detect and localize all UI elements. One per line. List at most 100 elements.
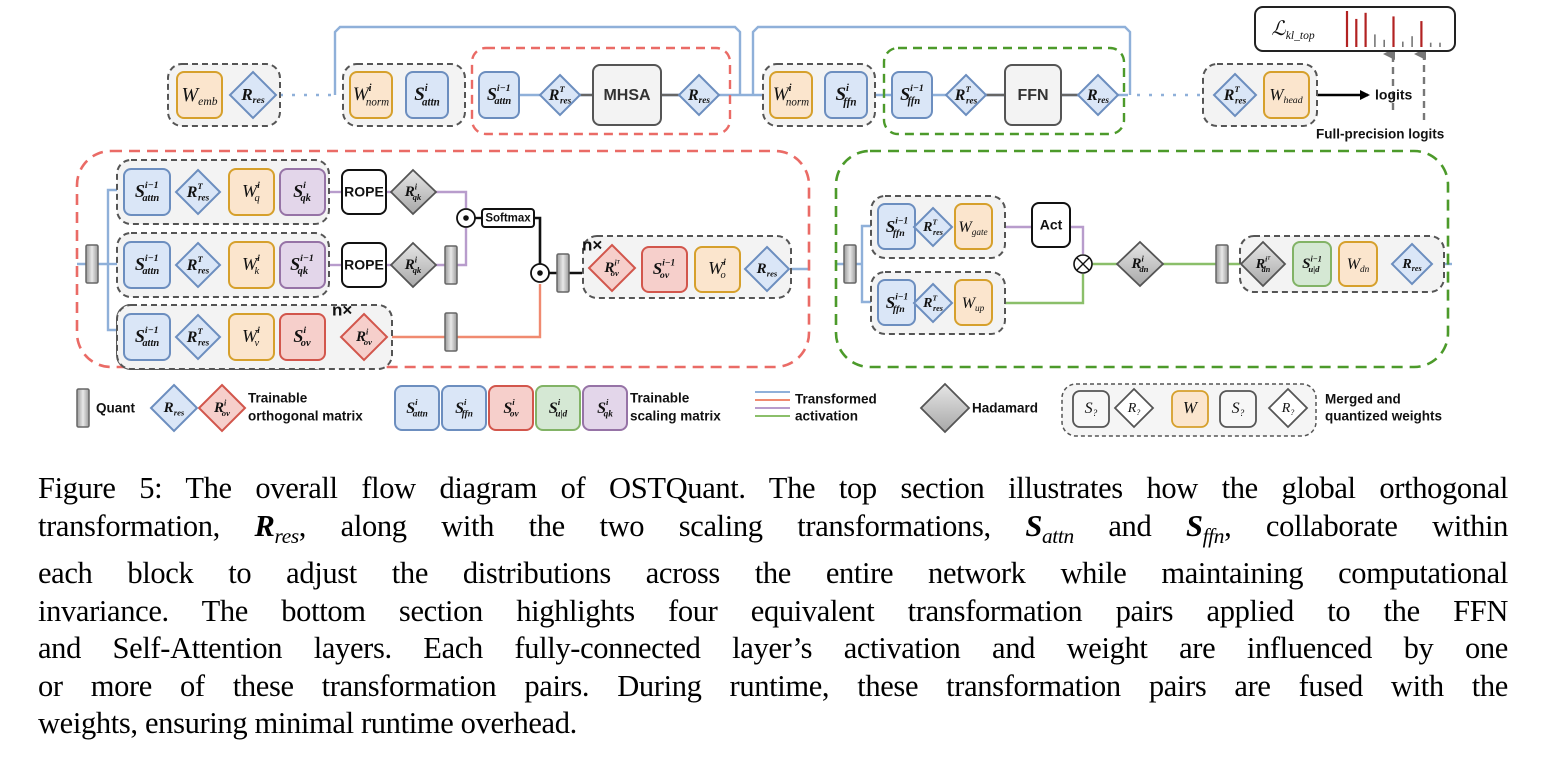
legend-quant-icon [76, 388, 90, 428]
diagram-nodes [76, 6, 1456, 434]
loss-label: ℒkl_top [1271, 18, 1315, 42]
act-box [1031, 202, 1071, 248]
legend-merged-label-2: quantized weights [1325, 409, 1442, 424]
legend-merged-r1-diamond [1113, 387, 1155, 429]
v-row-rt-diamond [174, 313, 222, 361]
legend-scale-label-1: Trainable [630, 391, 690, 406]
legend-scale-ud-box [535, 385, 581, 431]
legend-scale-label-2: scaling matrix [630, 409, 721, 424]
caption-line: weights, ensuring minimal runtime overhe… [38, 706, 577, 741]
activation-line [1070, 225, 1085, 254]
legend-scale-attn-box [394, 385, 440, 431]
dot-icon [463, 215, 469, 221]
v-row-n-times-label: n× [332, 300, 352, 319]
legend-merged-s1-box [1072, 390, 1110, 428]
down-row-r-res-diamond [1390, 242, 1434, 286]
legend-activation-label-2: activation [795, 409, 858, 424]
k-row-w-box [228, 241, 275, 289]
activation-line [1005, 274, 1085, 305]
caption-line: each block to adjust the distributions a… [38, 556, 1508, 591]
logits-label: logits [1375, 87, 1413, 103]
caption-math-symbol: Sffn [1185, 508, 1225, 548]
w-norm-ffn-box [769, 71, 813, 119]
activation-line [860, 264, 872, 304]
rt-res-diamond [538, 73, 582, 117]
legend-scale-ffn-box [441, 385, 487, 431]
legend-r-ov-diamond [197, 383, 247, 433]
hadamard-dn-diamond [1115, 240, 1165, 288]
gate-row-rt-diamond [912, 206, 954, 248]
q-row-s-box [123, 168, 171, 216]
skip-connection-ffn [751, 25, 1132, 95]
w-head-box [1263, 71, 1310, 119]
r-res-ffn-out-diamond [1076, 73, 1120, 117]
ffn-box [1004, 64, 1062, 126]
skip-connection-attn [333, 25, 742, 95]
v-row-w-box [228, 313, 275, 361]
down-row-r-res-label: Rres [1401, 257, 1421, 273]
w-emb-label: Wemb [182, 84, 218, 108]
mhsa-label: MHSA [603, 87, 651, 104]
v-row-rov-diamond [339, 312, 389, 362]
gate-row-w-box [954, 203, 993, 250]
legend-orth-label-2: orthogonal matrix [248, 409, 363, 424]
caption-line: Figure 5: The overall flow diagram of OS… [38, 471, 1508, 505]
legend-merged-w-box [1171, 390, 1209, 428]
r-res-out-label: Rres [687, 87, 710, 106]
k-row-rt-diamond [174, 241, 222, 289]
v-quant [444, 312, 458, 352]
activation-line [106, 264, 118, 332]
r-res-diamond [228, 70, 278, 120]
q-row-sqk-box [279, 168, 326, 216]
o-row-n-times-label: n× [582, 235, 602, 254]
k-row-s-box [123, 241, 171, 289]
activation-line [860, 224, 872, 264]
q-row-rt-diamond [174, 168, 222, 216]
ffn-detail-border [834, 149, 1450, 369]
s-ffn-prev-box [891, 71, 933, 119]
legend-r-res-label: Rres [163, 400, 185, 417]
o-row-w-box [694, 246, 741, 293]
down-row-w-label: Wdn [1347, 256, 1370, 275]
rope-q-label: ROPE [344, 184, 384, 200]
legend-hadamard-diamond [919, 382, 971, 434]
act-label: Act [1040, 217, 1063, 233]
s-attn-box [405, 71, 449, 119]
ffn-label: FFN [1017, 87, 1048, 104]
w-norm-box [349, 71, 393, 119]
rt-res-head-diamond [1212, 72, 1258, 118]
legend-merged-r2-diamond [1267, 387, 1309, 429]
q-row-w-box [228, 168, 275, 216]
caption-math-symbol: Rres [254, 508, 300, 548]
r-res-label: Rres [240, 85, 265, 106]
legend-merged-r1-label: R? [1127, 401, 1141, 417]
full-precision-logits-label: Full-precision logits [1316, 127, 1444, 142]
caption-line: transformation, Rres, along with the two… [38, 508, 1508, 548]
caption-math-symbol: Sattn [1025, 508, 1074, 548]
ffn-down-quant [1215, 244, 1229, 284]
legend-activation-label-1: Transformed [795, 392, 877, 407]
down-row-w-box [1338, 241, 1378, 287]
hadamard-k-diamond [389, 241, 438, 289]
